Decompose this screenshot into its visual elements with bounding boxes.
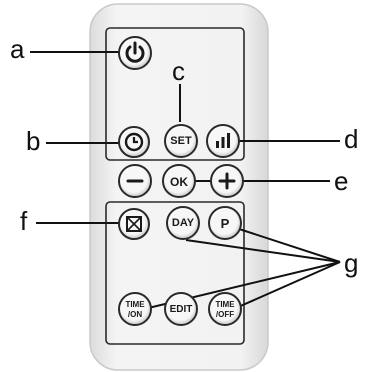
time-off-button[interactable]: TIME /OFF <box>208 292 242 326</box>
leader-line-g-p <box>235 227 341 263</box>
edit-button-label: EDIT <box>169 304 193 315</box>
day-button[interactable]: DAY <box>166 206 200 240</box>
day-button-label: DAY <box>171 217 195 229</box>
callout-d: d <box>344 124 359 154</box>
plus-button[interactable] <box>210 164 244 198</box>
callout-c: c <box>172 56 185 86</box>
callout-a: a <box>10 34 25 64</box>
signal-bars-icon <box>216 133 230 148</box>
upper-button-panel <box>105 27 245 161</box>
time-on-label-line1: TIME <box>125 300 145 309</box>
callout-f: f <box>20 206 28 236</box>
p-button[interactable]: P <box>208 206 242 240</box>
leader-line-g-timeoff <box>235 261 341 309</box>
ok-button[interactable]: OK <box>162 164 196 198</box>
ok-button-label: OK <box>170 175 188 189</box>
time-on-button[interactable]: TIME /ON <box>118 292 152 326</box>
set-button[interactable]: SET <box>164 124 198 158</box>
clock-icon <box>124 132 144 152</box>
level-button[interactable] <box>206 124 240 158</box>
callout-b: b <box>26 126 41 156</box>
callout-g: g <box>344 248 359 278</box>
time-off-label-line2: /OFF <box>215 310 235 319</box>
minus-button[interactable] <box>118 164 152 198</box>
timer-button[interactable] <box>118 126 150 158</box>
edit-button[interactable]: EDIT <box>164 292 198 326</box>
p-button-label: P <box>220 216 230 231</box>
time-on-label-line2: /ON <box>127 310 143 319</box>
power-button[interactable] <box>118 36 152 70</box>
plus-icon <box>218 172 236 190</box>
minus-icon <box>126 179 144 183</box>
lower-button-panel <box>105 201 245 345</box>
leader-line-g-day <box>185 239 341 263</box>
window-button[interactable] <box>118 208 150 240</box>
window-icon <box>126 216 142 232</box>
set-button-label: SET <box>170 135 192 147</box>
time-off-label-line1: TIME <box>215 300 235 309</box>
power-icon <box>125 41 145 63</box>
callout-e: e <box>334 166 349 196</box>
